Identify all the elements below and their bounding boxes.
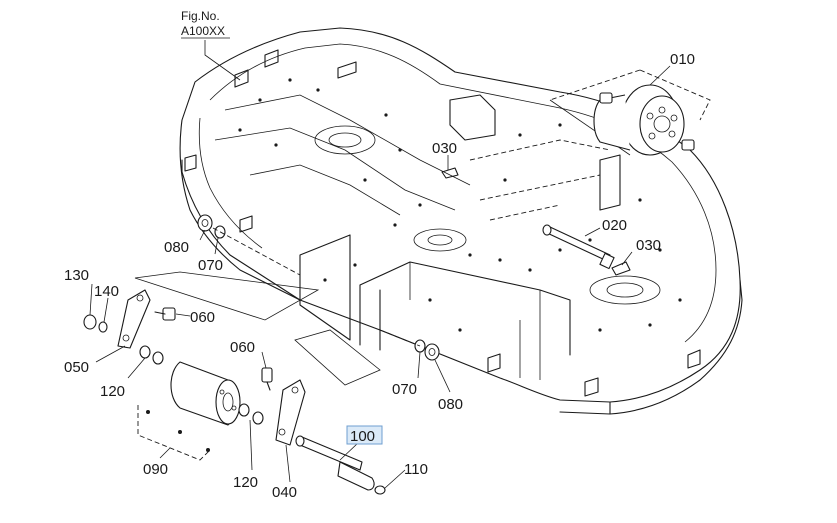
part-label-130[interactable]: 130 bbox=[64, 267, 89, 284]
figure-caption-line1: Fig.No. bbox=[181, 9, 220, 23]
figure-caption: Fig.No. A100XX bbox=[181, 9, 230, 39]
part-label-120-a[interactable]: 120 bbox=[100, 383, 125, 400]
shaft-100[interactable] bbox=[295, 435, 375, 491]
spacer-120-right[interactable] bbox=[238, 403, 264, 425]
nut-080-right[interactable] bbox=[424, 343, 440, 361]
bracket-050[interactable] bbox=[117, 271, 320, 349]
part-label-010[interactable]: 010 bbox=[670, 51, 695, 68]
part-label-080-b[interactable]: 080 bbox=[438, 396, 463, 413]
bracket-040[interactable] bbox=[275, 329, 381, 446]
spacer-120-left[interactable] bbox=[139, 345, 164, 365]
part-label-050[interactable]: 050 bbox=[64, 359, 89, 376]
part-label-060-b[interactable]: 060 bbox=[230, 339, 255, 356]
figure-caption-line2: A100XX bbox=[181, 24, 225, 38]
part-label-090[interactable]: 090 bbox=[143, 461, 168, 478]
part-label-110[interactable]: 110 bbox=[404, 461, 428, 478]
clip-030-b[interactable] bbox=[611, 261, 631, 276]
part-label-120-b[interactable]: 120 bbox=[233, 474, 258, 491]
part-label-140[interactable]: 140 bbox=[94, 283, 119, 300]
part-label-030-b[interactable]: 030 bbox=[636, 237, 661, 254]
washer-140[interactable] bbox=[98, 321, 108, 333]
nut-130[interactable] bbox=[83, 314, 97, 330]
part-label-070-a[interactable]: 070 bbox=[198, 257, 223, 274]
bolt-060-upper[interactable] bbox=[154, 307, 176, 321]
selected-part-highlight bbox=[346, 425, 383, 445]
pulley-090[interactable] bbox=[137, 361, 241, 461]
part-label-080-a[interactable]: 080 bbox=[164, 239, 189, 256]
part-label-040[interactable]: 040 bbox=[272, 484, 297, 501]
idler-pulley-010[interactable] bbox=[549, 69, 711, 156]
part-label-100[interactable]: 100 bbox=[350, 428, 375, 445]
part-label-070-b[interactable]: 070 bbox=[392, 381, 417, 398]
clip-030-a[interactable] bbox=[441, 167, 459, 179]
part-label-060-a[interactable]: 060 bbox=[190, 309, 215, 326]
nut-080-left[interactable] bbox=[197, 214, 213, 232]
shaft-020[interactable] bbox=[542, 224, 615, 270]
clip-110[interactable] bbox=[374, 485, 386, 495]
part-label-020[interactable]: 020 bbox=[602, 217, 627, 234]
part-label-030-a[interactable]: 030 bbox=[432, 140, 457, 157]
leader-lines bbox=[89, 40, 671, 489]
bolt-060-lower[interactable] bbox=[261, 367, 273, 391]
